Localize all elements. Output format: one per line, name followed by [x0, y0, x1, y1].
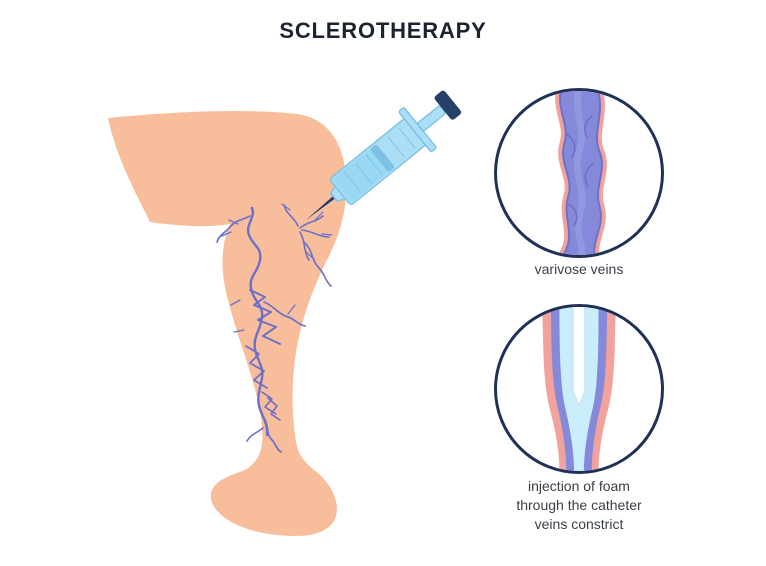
plunger-seal	[370, 144, 394, 172]
foam-label-line-1: injection of foam	[528, 478, 630, 494]
needle-icon	[306, 196, 335, 220]
foam-injection-graphic	[541, 307, 617, 471]
syringe-icon	[306, 90, 462, 220]
foam-label-line-2: through the catheter	[516, 497, 642, 513]
plunger-rod	[417, 105, 446, 132]
varicose-vein-graphic	[555, 91, 607, 255]
foam-label-line-3: veins constrict	[534, 516, 624, 532]
varicose-veins	[216, 203, 333, 453]
catheter-tube	[572, 307, 586, 407]
plunger-thumb-pad	[434, 90, 462, 120]
varicose-veins-label: varivose veins	[534, 261, 624, 277]
vein-highlight	[573, 91, 586, 255]
foam-injection-label: injection of foam through the catheter v…	[459, 477, 699, 534]
inset-foam-injection	[494, 304, 664, 474]
syringe-liquid	[333, 149, 388, 202]
page-title: SCLEROTHERAPY	[279, 18, 487, 43]
leg-shape	[108, 111, 347, 537]
inset-varicose-veins	[494, 88, 664, 258]
